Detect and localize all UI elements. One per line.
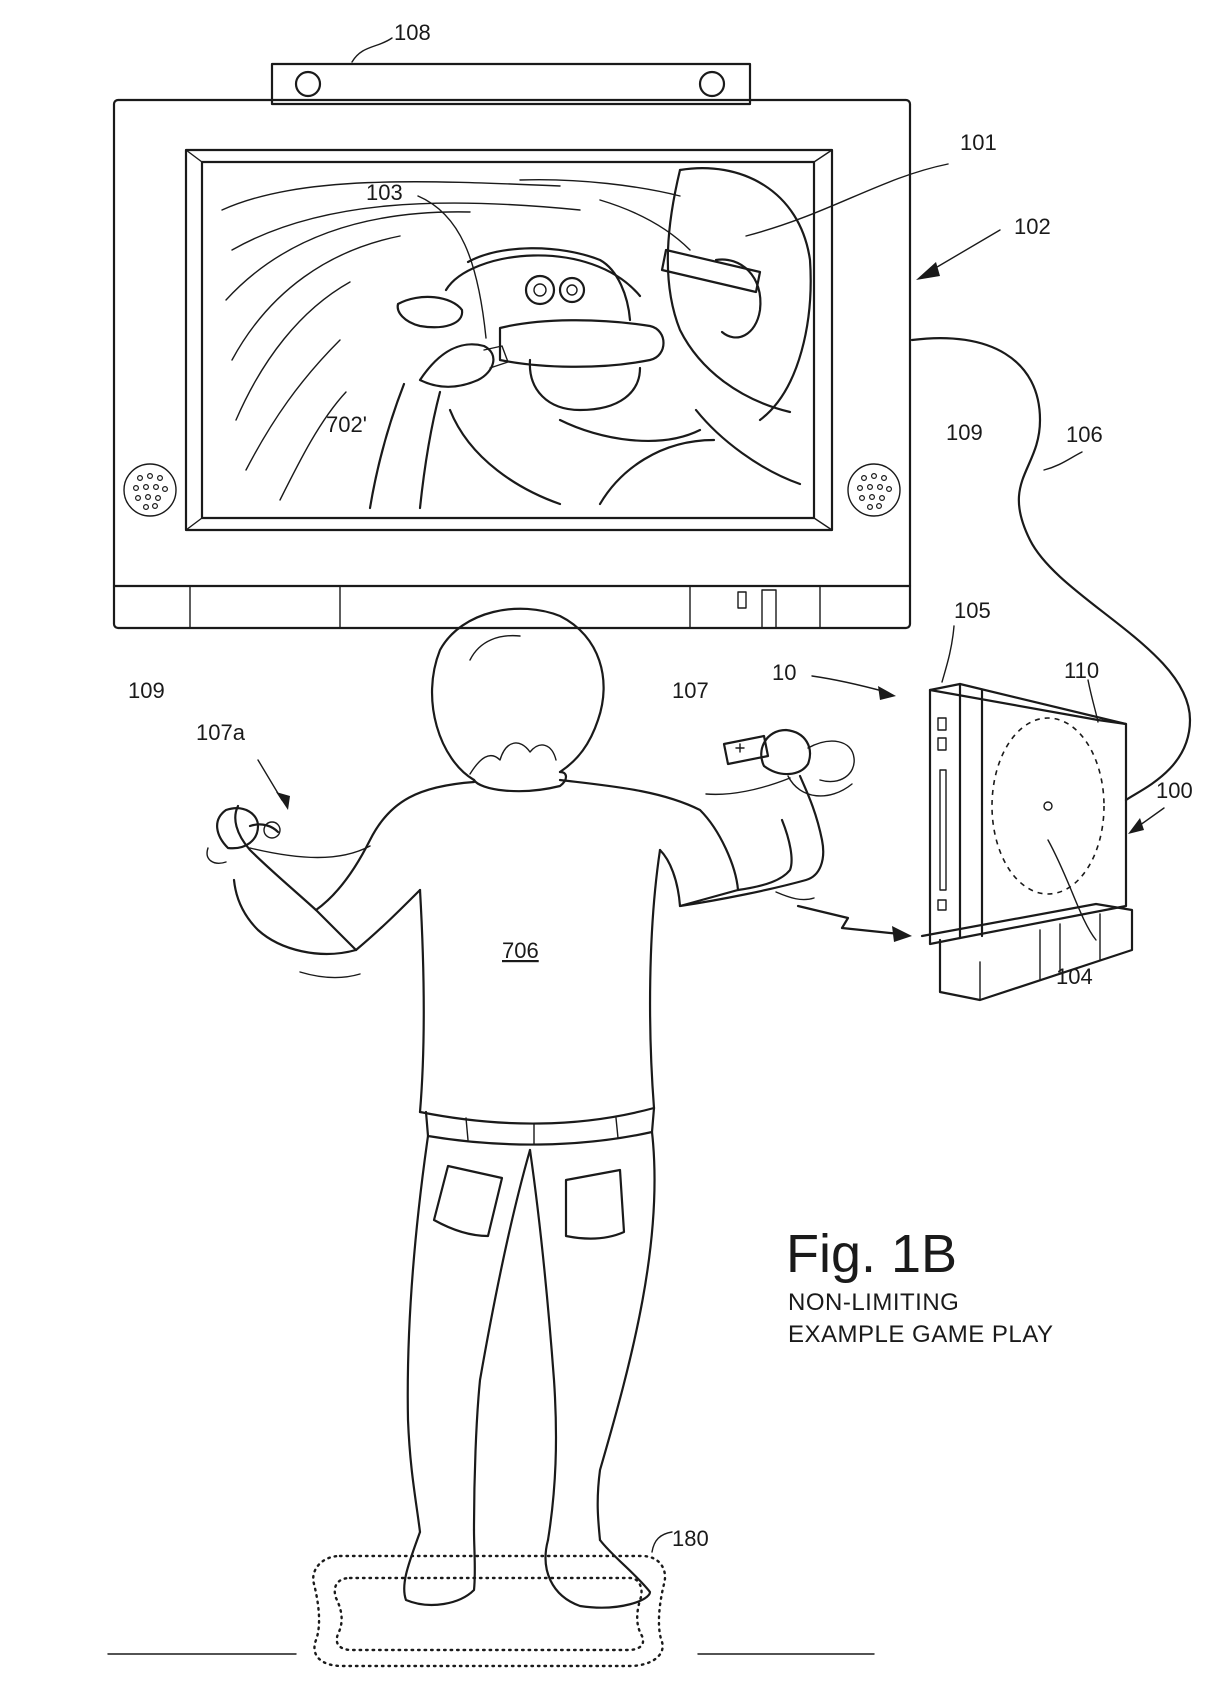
sensor-bar	[270, 37, 752, 106]
label-702prime: 702'	[326, 412, 367, 437]
screen-game-image	[221, 167, 812, 510]
label-109-right: 109	[946, 420, 983, 445]
label-104: 104	[1056, 964, 1093, 989]
label-107a: 107a	[196, 720, 246, 745]
figure-subtitle-line1: NON-LIMITING	[788, 1289, 959, 1316]
speaker-right	[847, 463, 901, 517]
label-107: 107	[672, 678, 709, 703]
game-console	[920, 682, 1134, 1002]
label-180: 180	[672, 1526, 709, 1551]
speaker-left	[123, 463, 177, 517]
television-display	[112, 98, 912, 630]
figure-title: Fig. 1B	[786, 1224, 957, 1284]
label-101: 101	[960, 130, 997, 155]
label-100: 100	[1156, 778, 1193, 803]
label-706: 706	[502, 938, 539, 963]
label-106: 106	[1066, 422, 1103, 447]
label-110: 110	[1064, 658, 1099, 683]
label-10: 10	[772, 660, 796, 685]
label-108: 108	[394, 20, 431, 45]
label-103: 103	[366, 180, 403, 205]
label-102: 102	[1014, 214, 1051, 239]
label-109-left: 109	[128, 678, 165, 703]
balance-board	[312, 1554, 667, 1668]
figure-subtitle-line2: EXAMPLE GAME PLAY	[788, 1321, 1053, 1348]
player-figure	[206, 607, 855, 1609]
av-cable	[910, 337, 1192, 802]
label-105: 105	[954, 598, 991, 623]
